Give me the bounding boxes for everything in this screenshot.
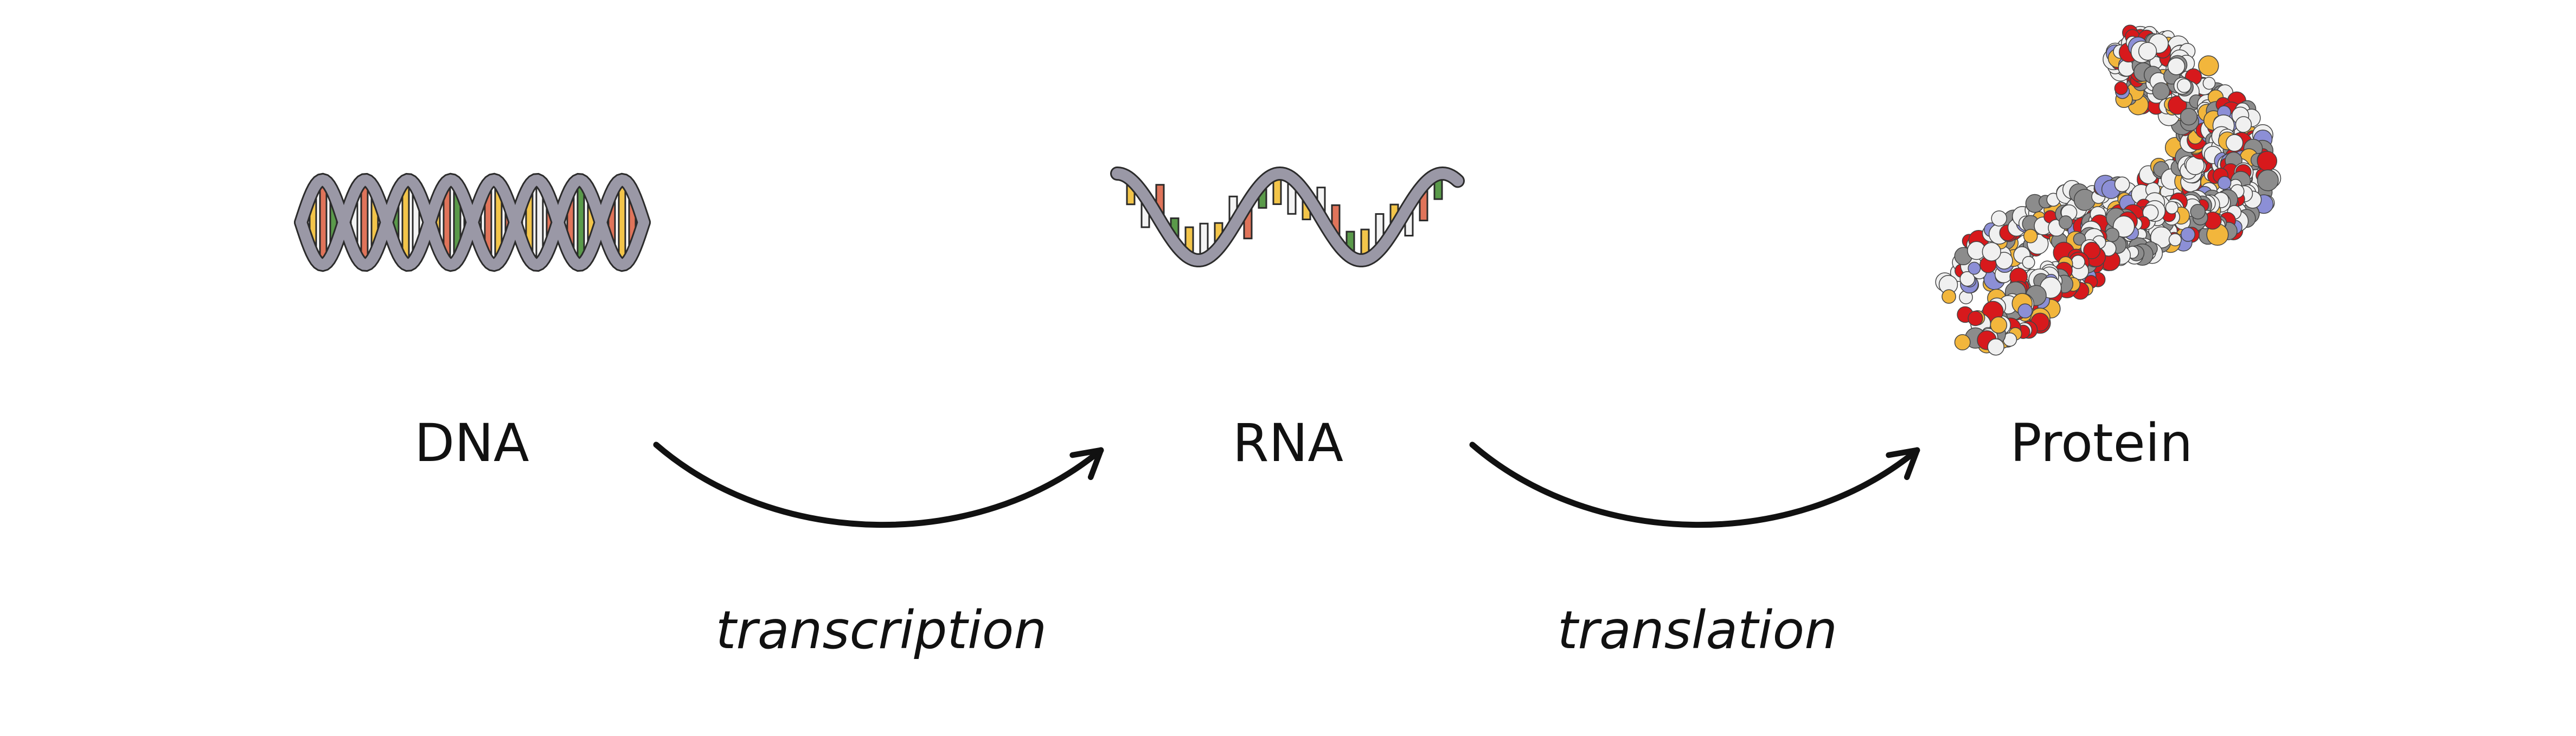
rna-single-strand-icon <box>1110 166 1465 267</box>
process-label-translation: translation <box>1558 600 1837 661</box>
process-label-transcription: transcription <box>716 600 1047 661</box>
stage-label-dna: DNA <box>414 413 529 473</box>
protein-molecule-icon <box>1935 24 2282 356</box>
translation-arrow <box>1469 441 1920 528</box>
stage-label-protein: Protein <box>2010 413 2193 473</box>
stage-label-rna: RNA <box>1233 413 1343 473</box>
dna-double-helix-icon <box>294 172 651 272</box>
transcription-arrow <box>653 441 1104 528</box>
